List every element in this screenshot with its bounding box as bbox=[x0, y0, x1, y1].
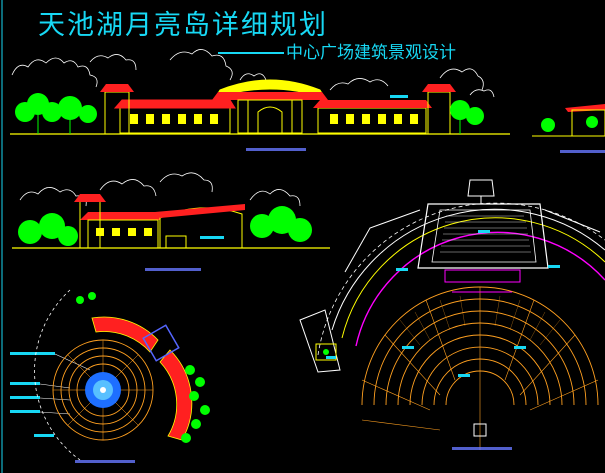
partial-pavilion-elevation bbox=[532, 104, 605, 153]
tree-icon bbox=[76, 292, 210, 443]
side-elevation bbox=[12, 172, 330, 271]
drawing-subtitle: 中心广场建筑景观设计 bbox=[286, 43, 456, 63]
drawing-title: 天池湖月亮岛详细规划 bbox=[38, 10, 328, 41]
amphitheater-plan bbox=[299, 179, 605, 450]
right-wing-windows bbox=[330, 114, 418, 124]
subtitle-rule bbox=[218, 52, 284, 54]
tree-icon bbox=[15, 93, 484, 125]
tree-icon bbox=[18, 206, 312, 246]
circular-plaza-plan bbox=[10, 289, 210, 463]
top-elevation bbox=[10, 49, 510, 151]
canopy-outline-group bbox=[11, 49, 495, 98]
left-wing-windows bbox=[130, 114, 218, 124]
